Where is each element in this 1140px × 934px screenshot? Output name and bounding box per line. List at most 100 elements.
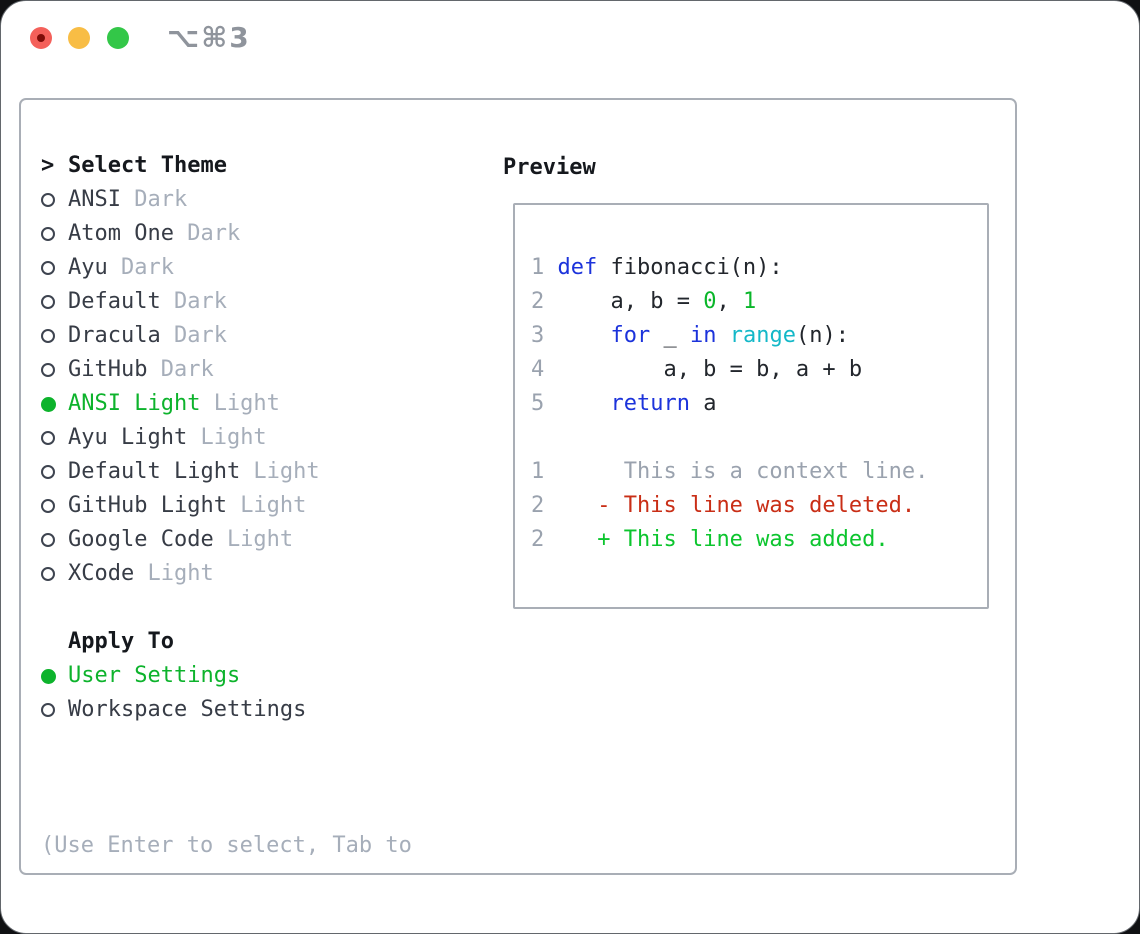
title-bar: ⌥⌘3	[1, 1, 1139, 71]
theme-option[interactable]: ANSI Dark	[41, 183, 491, 217]
theme-name: GitHub	[68, 357, 148, 382]
radio-selected-icon[interactable]	[41, 396, 56, 412]
radio-unselected-icon[interactable]	[41, 295, 55, 309]
code-segment: a, b = b, a + b	[557, 357, 863, 382]
hint-line-1: (Use Enter to select, Tab to	[41, 833, 412, 858]
theme-option[interactable]: Dracula Dark	[41, 319, 491, 353]
line-number: 1	[531, 459, 545, 484]
preview-title: Preview	[503, 155, 596, 180]
code-segment: 1	[742, 289, 757, 314]
line-number: 2	[531, 527, 545, 552]
theme-variant-label: Dark	[173, 289, 227, 314]
window-title: ⌥⌘3	[167, 21, 251, 54]
close-button[interactable]	[30, 27, 52, 49]
line-number: 2	[531, 493, 545, 518]
theme-option[interactable]: ANSI Light Light	[41, 387, 491, 421]
apply-to-label: User Settings	[68, 663, 241, 688]
code-line: 3 for _ in range(n):	[531, 319, 977, 353]
theme-name: Default Light	[68, 459, 241, 484]
select-theme-header: >Select Theme	[41, 149, 491, 183]
theme-name: Ayu Light	[68, 425, 188, 450]
theme-variant-label: Dark	[120, 255, 174, 280]
radio-unselected-icon[interactable]	[41, 499, 55, 513]
apply-to-option[interactable]: User Settings	[41, 659, 491, 693]
code-segment: fibonacci(n):	[597, 255, 783, 280]
line-number: 3	[531, 323, 545, 348]
code-line: 5 return a	[531, 387, 977, 421]
theme-option[interactable]: Default Light Light	[41, 455, 491, 489]
code-segment: (n):	[795, 323, 849, 348]
code-segment	[557, 527, 597, 552]
theme-variant-label: Dark	[173, 323, 227, 348]
minimize-button[interactable]	[68, 27, 90, 49]
radio-unselected-icon[interactable]	[41, 465, 55, 479]
apply-to-label: Workspace Settings	[68, 697, 307, 722]
diff-line: 2 - This line was deleted.	[531, 489, 977, 523]
radio-unselected-icon[interactable]	[41, 431, 55, 445]
theme-option[interactable]: GitHub Dark	[41, 353, 491, 387]
code-segment: range	[729, 323, 796, 348]
diff-line: 2 + This line was added.	[531, 523, 977, 557]
radio-unselected-icon[interactable]	[41, 329, 55, 343]
code-segment	[557, 493, 597, 518]
diff-sample: 1 This is a context line.2 - This line w…	[531, 455, 977, 557]
theme-variant-label: Light	[200, 425, 267, 450]
theme-variant-label: Light	[253, 459, 320, 484]
code-segment: - This line was deleted.	[597, 493, 916, 518]
radio-unselected-icon[interactable]	[41, 227, 55, 241]
apply-to-option[interactable]: Workspace Settings	[41, 693, 491, 727]
code-segment: 0	[703, 289, 717, 314]
select-theme-title: Select Theme	[68, 153, 227, 178]
blank-line	[531, 421, 977, 455]
theme-name: XCode	[68, 561, 135, 586]
code-segment: a	[689, 391, 717, 416]
theme-option[interactable]: GitHub Light Light	[41, 489, 491, 523]
zoom-button[interactable]	[107, 27, 129, 49]
code-line: 2 a, b = 0, 1	[531, 285, 977, 319]
theme-name: ANSI Light	[68, 391, 201, 416]
line-number: 4	[531, 357, 545, 382]
theme-variant-label: Dark	[134, 187, 188, 212]
radio-unselected-icon[interactable]	[41, 261, 55, 275]
spacer	[41, 727, 491, 761]
theme-name: Default	[68, 289, 161, 314]
radio-unselected-icon[interactable]	[41, 363, 55, 377]
radio-unselected-icon[interactable]	[41, 193, 55, 207]
diff-line: 1 This is a context line.	[531, 455, 977, 489]
radio-unselected-icon[interactable]	[41, 533, 55, 547]
radio-selected-icon[interactable]	[41, 668, 56, 684]
radio-unselected-icon[interactable]	[41, 567, 55, 581]
code-segment: _	[650, 323, 690, 348]
spacer	[41, 591, 491, 625]
code-segment: in	[689, 323, 717, 348]
theme-variant-label: Light	[147, 561, 214, 586]
theme-variant-label: Light	[226, 527, 294, 552]
theme-name: ANSI	[68, 187, 121, 212]
theme-name: GitHub Light	[68, 493, 227, 518]
code-segment: ,	[716, 289, 743, 314]
theme-name: Dracula	[68, 323, 161, 348]
code-segment: a, b =	[557, 289, 704, 314]
theme-variant-label: Dark	[160, 357, 214, 382]
theme-variant-label: Light	[213, 391, 280, 416]
radio-unselected-icon[interactable]	[41, 703, 55, 717]
theme-option[interactable]: XCode Light	[41, 557, 491, 591]
theme-option[interactable]: Ayu Light Light	[41, 421, 491, 455]
code-line: 4 a, b = b, a + b	[531, 353, 977, 387]
code-segment	[557, 391, 610, 416]
theme-variant-label: Light	[240, 493, 307, 518]
theme-option[interactable]: Default Dark	[41, 285, 491, 319]
code-segment	[557, 323, 610, 348]
code-segment: This is a context line.	[557, 459, 929, 484]
apply-to-header: Apply To	[41, 625, 491, 659]
line-number: 1	[531, 255, 545, 280]
